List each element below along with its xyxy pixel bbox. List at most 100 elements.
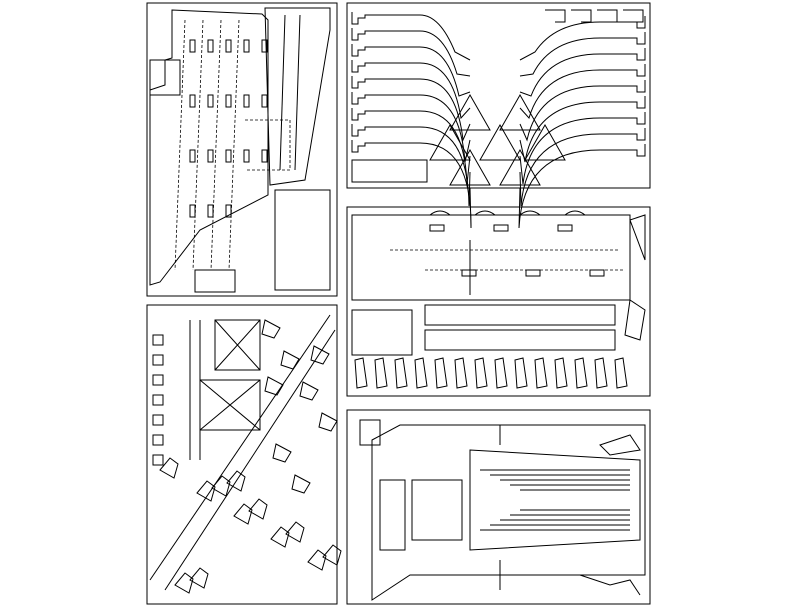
small-part — [189, 567, 209, 589]
part-label-box — [225, 94, 232, 108]
truss-brace — [214, 319, 261, 371]
triangle-part — [449, 93, 491, 131]
small-part — [579, 574, 641, 596]
strip-part — [424, 329, 616, 351]
rib-right — [519, 64, 646, 120]
part-label-box — [189, 149, 196, 163]
part-label-box — [225, 39, 232, 53]
small-part — [211, 475, 231, 497]
part-label-box — [189, 39, 196, 53]
part-label-box — [152, 374, 164, 386]
tab-part — [564, 210, 586, 216]
tab-part — [474, 210, 496, 216]
rib-right — [519, 112, 646, 185]
part-label-box — [152, 414, 164, 426]
small-part — [159, 457, 179, 479]
hull-inner-outline — [469, 449, 641, 551]
part-label-box — [152, 434, 164, 446]
fin-part — [414, 357, 428, 389]
small-part — [196, 480, 216, 502]
fin-part — [434, 357, 448, 389]
small-part — [264, 376, 284, 396]
small-part — [233, 503, 253, 525]
panel-hull-bottom-sheet — [346, 409, 651, 605]
panel-rib-sheet — [346, 2, 651, 189]
small-part — [599, 434, 641, 456]
rib-left — [351, 44, 471, 97]
part-label-box — [243, 94, 250, 108]
triangle-part — [524, 123, 566, 161]
bow-part — [629, 214, 646, 261]
small-part — [310, 345, 330, 365]
bow-part — [149, 59, 181, 96]
rib-right — [519, 128, 646, 207]
rib-left — [351, 124, 471, 207]
part-label-box — [243, 149, 250, 163]
deck-dashed-line — [228, 19, 240, 271]
small-part — [291, 474, 311, 494]
deck-outline — [149, 9, 269, 286]
vertical-beam — [189, 320, 201, 460]
deck-dashed-line — [245, 119, 291, 171]
rib-left — [351, 60, 471, 120]
part-label-box — [152, 334, 164, 346]
panel-deck-sheet — [146, 2, 338, 297]
part-label-box — [261, 94, 268, 108]
deck-stripe — [279, 14, 286, 171]
triangle-part — [499, 93, 541, 131]
strip-part — [424, 304, 616, 326]
slot-part — [557, 224, 573, 232]
fin-part — [354, 357, 368, 389]
deck-dashed-line — [192, 19, 204, 271]
rib-right — [519, 16, 646, 61]
fin-part — [614, 357, 628, 389]
part-label-box — [189, 204, 196, 218]
truss-part — [199, 379, 261, 431]
small-parts-group — [411, 479, 463, 541]
small-parts-group — [379, 479, 406, 551]
rib-left — [351, 76, 471, 142]
part-label-box — [152, 394, 164, 406]
part-label-box — [189, 94, 196, 108]
small-part — [307, 549, 327, 571]
hull-bottom-outline — [371, 424, 646, 601]
small-part — [285, 521, 305, 543]
slot-part — [429, 224, 445, 232]
fin-part — [534, 357, 548, 389]
slot-part — [525, 269, 541, 277]
triangle-part — [429, 123, 471, 161]
small-part — [174, 572, 194, 594]
bracket-part — [623, 9, 644, 23]
fin-part — [374, 357, 388, 389]
truss-brace — [199, 379, 261, 431]
part-label-box — [225, 204, 232, 218]
triangle-part — [499, 148, 541, 186]
part-label-box — [152, 354, 164, 366]
truss-part — [214, 319, 261, 371]
rib-right — [519, 48, 646, 97]
fin-part — [574, 357, 588, 389]
fin-part — [394, 357, 408, 389]
tab-part — [519, 210, 541, 216]
part-label-box — [152, 454, 164, 466]
part-label-box — [243, 39, 250, 53]
small-part — [359, 419, 381, 446]
fin-part — [474, 357, 488, 389]
small-parts-group — [351, 309, 413, 356]
rib-left — [351, 28, 471, 77]
triangle-part — [479, 123, 521, 161]
panel-hull-side-sheet — [346, 206, 651, 397]
hull-side-outline — [351, 214, 631, 301]
fin-part — [594, 357, 608, 389]
small-part — [299, 381, 319, 401]
rib-left — [351, 108, 471, 185]
deck-dashed-line — [210, 19, 222, 271]
deck-strip-outline — [264, 7, 331, 186]
rib-right — [518, 144, 646, 229]
rib-left — [351, 12, 471, 61]
tab-part — [429, 210, 451, 216]
rib-right — [519, 80, 646, 142]
deck-stripe — [294, 14, 301, 171]
slot-part — [493, 224, 509, 232]
